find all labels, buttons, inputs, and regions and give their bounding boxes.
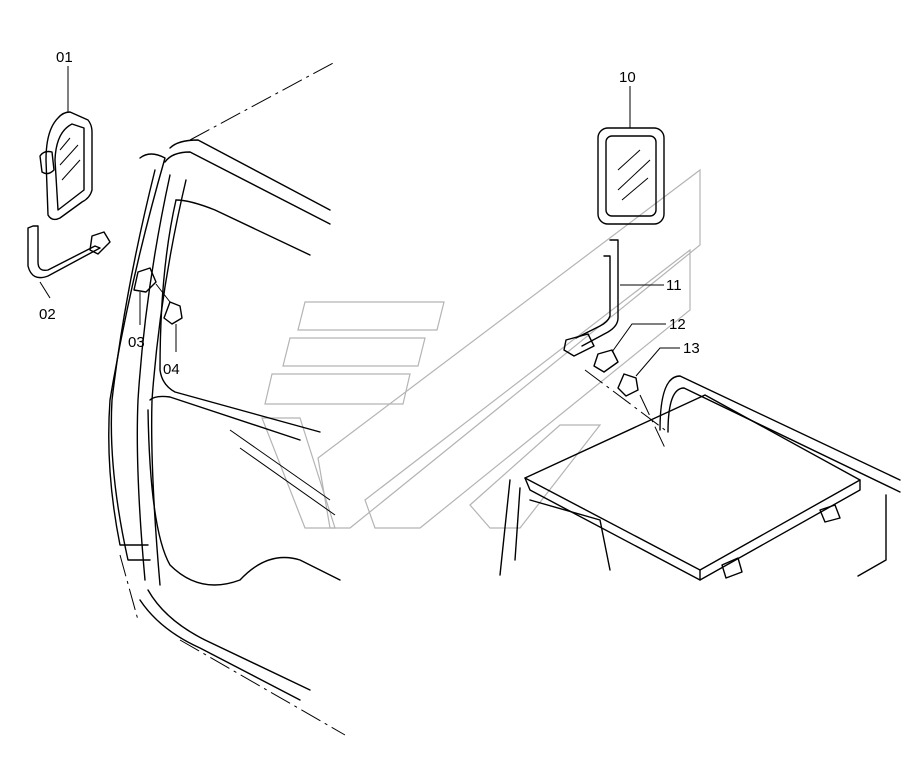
label-part-01: 01 xyxy=(56,49,73,66)
cab-roof xyxy=(499,369,901,581)
left-mirror xyxy=(39,111,93,221)
leader-lines xyxy=(39,66,680,377)
right-stay xyxy=(563,239,619,357)
right-mirror xyxy=(597,127,665,225)
cab-frame xyxy=(108,61,346,736)
cab-glass-lines xyxy=(229,429,336,516)
label-part-13: 13 xyxy=(683,340,700,357)
left-stay xyxy=(27,225,111,279)
part-labels: 01 02 03 04 10 11 12 13 xyxy=(39,49,700,378)
label-part-10: 10 xyxy=(619,69,636,86)
watermark-logo xyxy=(261,168,701,529)
label-part-04: 04 xyxy=(163,361,180,378)
label-part-11: 11 xyxy=(666,277,682,294)
label-part-03: 03 xyxy=(128,334,145,351)
right-bracket xyxy=(593,349,639,397)
label-part-02: 02 xyxy=(39,306,56,323)
left-bracket xyxy=(133,267,183,325)
label-part-12: 12 xyxy=(669,316,686,333)
